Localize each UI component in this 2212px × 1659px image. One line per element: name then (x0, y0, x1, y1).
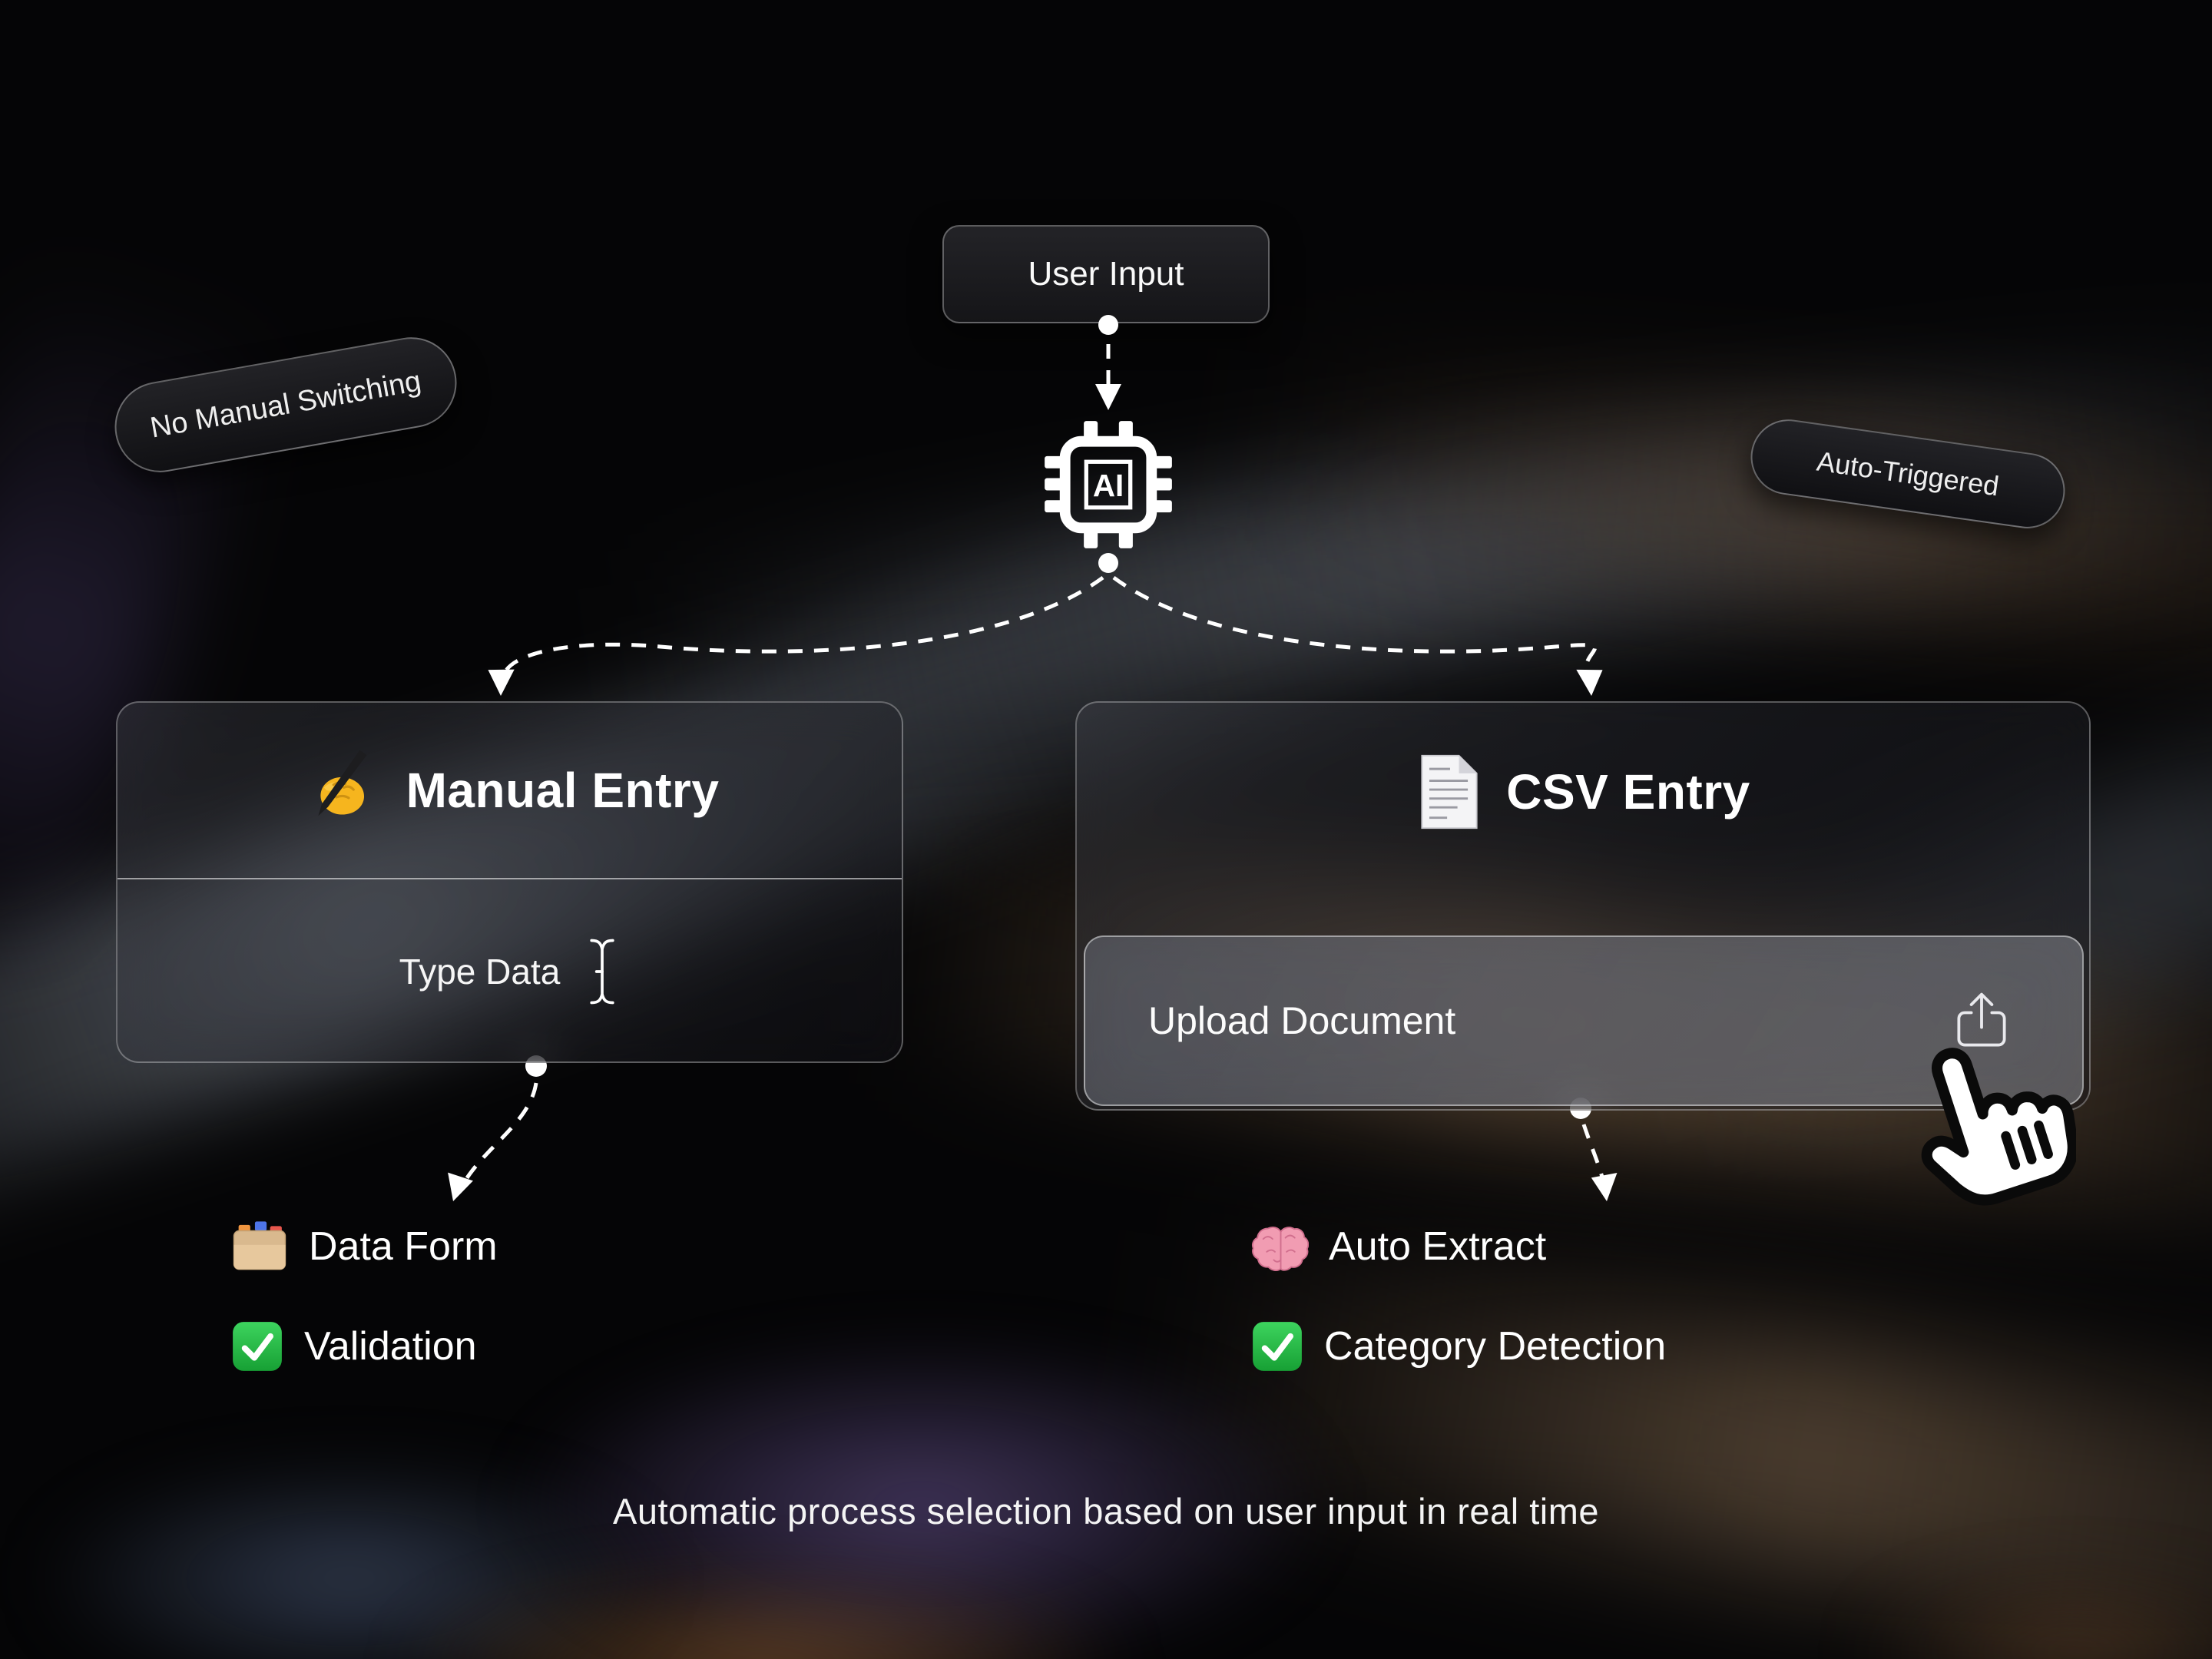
connector-manual-to-outcomes (460, 1082, 538, 1187)
upload-icon (1957, 992, 2006, 1047)
csv-entry-title: CSV Entry (1506, 764, 1750, 820)
connector-dot-user-input (1098, 315, 1118, 335)
upload-document-label: Upload Document (1148, 999, 1456, 1042)
type-data-label: Type Data (399, 951, 561, 992)
writing-hand-icon (317, 750, 366, 816)
ai-chip-icon: AI (1045, 421, 1172, 548)
arrowhead-csv (1576, 669, 1603, 696)
ai-chip-label: AI (1093, 468, 1124, 503)
csv-entry-header: CSV Entry (1077, 703, 2089, 881)
manual-entry-header: Manual Entry (118, 703, 902, 878)
manual-entry-action-row[interactable]: Type Data (118, 879, 902, 1063)
manual-entry-title: Manual Entry (406, 763, 720, 818)
hand-pointer-cursor (1921, 1048, 2076, 1206)
arrowhead-manual (488, 669, 515, 696)
user-input-label: User Input (1028, 255, 1184, 293)
arrowhead-csv-outcomes (1591, 1172, 1618, 1201)
arrowhead-user-to-ai (1095, 384, 1121, 410)
connector-csv-to-outcomes (1581, 1124, 1606, 1184)
text-cursor-icon (590, 939, 614, 1004)
user-input-node: User Input (942, 225, 1270, 323)
connector-ai-to-csv (1112, 575, 1597, 672)
manual-entry-card: Manual Entry Type Data (116, 701, 903, 1063)
connector-dot-ai (1098, 553, 1118, 573)
check-mark-icon (233, 1322, 282, 1371)
document-icon (1421, 754, 1478, 830)
connector-ai-to-manual (502, 575, 1104, 674)
